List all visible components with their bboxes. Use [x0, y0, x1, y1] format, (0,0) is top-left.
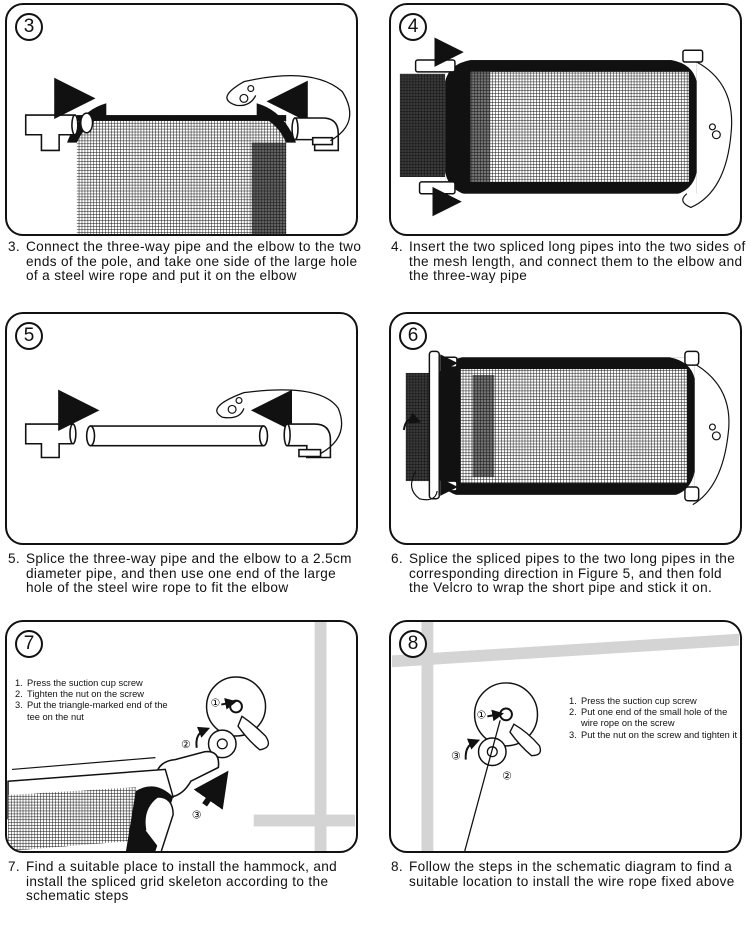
step-8-substeps: 1.Press the suction cup screw 2.Put one … — [569, 696, 739, 741]
step-8-caption: 8. Follow the steps in the schematic diag… — [391, 859, 746, 889]
step-6-caption-number: 6. — [391, 551, 404, 566]
step-6-caption: 6. Splice the spliced pipes to the two lo… — [391, 551, 746, 596]
step-number-3: 3 — [15, 13, 43, 41]
step-3-caption-number: 3. — [8, 239, 21, 254]
long-pipe-icon — [85, 425, 269, 447]
step-4-caption-text: Insert the two spliced long pipes into t… — [409, 239, 746, 284]
step-7-substep: 1.Press the suction cup screw — [15, 678, 143, 688]
step-7-caption-text: Find a suitable place to install the ham… — [26, 859, 338, 904]
step-5-panel: 5 — [5, 312, 358, 545]
step-7-substep: 2.Tighten the nut on the screw — [15, 689, 144, 700]
step-number-5: 5 — [15, 322, 43, 350]
step-5-caption-number: 5. — [8, 551, 21, 566]
tee-pipe-icon — [24, 423, 77, 459]
step-7-illustration: ① ② ③ — [7, 622, 355, 851]
step-8-substep: 3.Put the nut on the screw and tighten i… — [569, 729, 738, 740]
step-7-substeps: 1.Press the suction cup screw 2.Tighten … — [15, 678, 180, 723]
marker-1: ① — [477, 708, 487, 721]
step-3-caption: 3. Connect the three-way pipe and the elb… — [8, 239, 363, 284]
step-7-panel: 7 ① ② ③ 1.Press the suction cup screw 2.… — [5, 620, 358, 853]
step-8-illustration: ① ② ③ — [392, 622, 739, 851]
step-3-panel: 3 — [5, 3, 358, 236]
step-number-8: 8 — [399, 630, 427, 658]
step-4-panel: 4 — [389, 3, 742, 236]
step-5-caption-text: Splice the three-way pipe and the elbow … — [26, 551, 352, 596]
step-7-caption: 7. Find a suitable place to install the h… — [8, 859, 363, 904]
elbow-pipe-icon — [291, 117, 340, 152]
step-number-7: 7 — [15, 630, 43, 658]
step-4-caption-number: 4. — [391, 239, 404, 254]
step-6-panel: 6 — [389, 312, 742, 545]
step-8-substep: 1.Press the suction cup screw — [569, 696, 697, 706]
marker-3: ③ — [451, 750, 461, 763]
step-number-6: 6 — [399, 322, 427, 350]
step-8-panel: 8 ① ② ③ 1.Press the suction cup screw 2.… — [389, 620, 742, 853]
step-5-illustration — [24, 389, 343, 459]
step-4-caption: 4. Insert the two spliced long pipes into… — [391, 239, 746, 284]
step-4-illustration — [399, 37, 733, 217]
step-3-illustration — [24, 75, 351, 234]
step-6-caption-text: Splice the spliced pipes to the two long… — [409, 551, 736, 596]
marker-1: ① — [210, 697, 220, 710]
step-8-caption-number: 8. — [391, 859, 404, 874]
marker-2: ② — [181, 738, 191, 751]
step-3-caption-text: Connect the three-way pipe and the elbow… — [26, 239, 362, 284]
tee-pipe-icon — [154, 750, 220, 798]
tee-pipe-icon — [24, 114, 79, 152]
step-5-caption: 5. Splice the three-way pipe and the elbo… — [8, 551, 363, 596]
step-number-4: 4 — [399, 13, 427, 41]
step-6-illustration — [402, 350, 730, 506]
marker-3: ③ — [192, 809, 202, 822]
step-7-caption-number: 7. — [8, 859, 21, 874]
marker-2: ② — [502, 769, 512, 782]
step-7-substep: 3.Put the triangle-marked end of the tee… — [15, 700, 168, 722]
step-8-caption-text: Follow the steps in the schematic diagra… — [409, 859, 735, 889]
step-8-substep: 2.Put one end of the small hole of the w… — [569, 707, 728, 729]
